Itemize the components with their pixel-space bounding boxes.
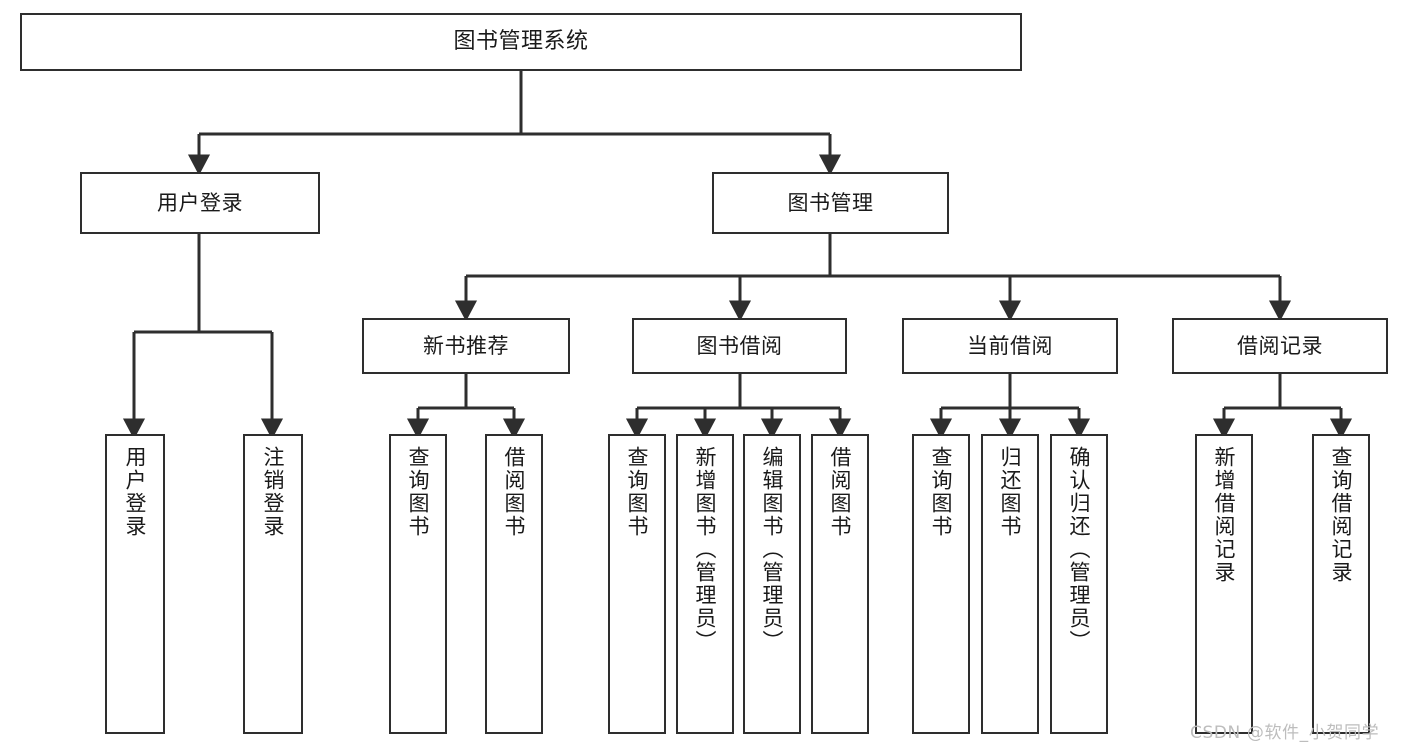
node-label: 用户登录 (157, 190, 243, 215)
node-label: 编辑图书（管理员） (760, 446, 785, 653)
node-label: 图书借阅 (696, 333, 783, 358)
node-leaf-borrow-book-2[interactable]: 借阅图书 (811, 434, 869, 734)
node-new-book-recommend[interactable]: 新书推荐 (362, 318, 570, 374)
node-label: 新增借阅记录 (1212, 446, 1237, 584)
node-label: 借阅图书 (502, 446, 527, 538)
node-label: 查询图书 (406, 446, 431, 538)
node-leaf-borrow-book-1[interactable]: 借阅图书 (485, 434, 543, 734)
node-leaf-query-record[interactable]: 查询借阅记录 (1312, 434, 1370, 734)
node-leaf-query-book-2[interactable]: 查询图书 (608, 434, 666, 734)
node-current-borrow[interactable]: 当前借阅 (902, 318, 1118, 374)
node-label: 归还图书 (998, 446, 1023, 538)
node-borrow-record[interactable]: 借阅记录 (1172, 318, 1388, 374)
node-leaf-query-book-1[interactable]: 查询图书 (389, 434, 447, 734)
node-label: 图书管理 (787, 190, 874, 215)
node-root-system[interactable]: 图书管理系统 (20, 13, 1022, 71)
node-label: 新增图书（管理员） (693, 446, 718, 653)
node-label: 注销登录 (261, 446, 286, 538)
node-leaf-query-book-3[interactable]: 查询图书 (912, 434, 970, 734)
node-label: 新书推荐 (423, 333, 509, 358)
node-user-login[interactable]: 用户登录 (80, 172, 320, 234)
node-label: 查询图书 (929, 446, 954, 538)
node-label: 借阅图书 (828, 446, 853, 538)
node-label: 用户登录 (123, 446, 148, 538)
node-book-manage[interactable]: 图书管理 (712, 172, 949, 234)
node-leaf-logout[interactable]: 注销登录 (243, 434, 303, 734)
node-label: 确认归还（管理员） (1067, 446, 1092, 653)
node-leaf-user-login[interactable]: 用户登录 (105, 434, 165, 734)
node-leaf-add-record[interactable]: 新增借阅记录 (1195, 434, 1253, 734)
node-label: 查询借阅记录 (1329, 446, 1354, 584)
node-leaf-confirm-return[interactable]: 确认归还（管理员） (1050, 434, 1108, 734)
csdn-watermark: CSDN @软件_小贺同学 (1190, 723, 1380, 743)
node-label: 查询图书 (625, 446, 650, 538)
node-label: 图书管理系统 (453, 29, 589, 55)
node-book-borrow[interactable]: 图书借阅 (632, 318, 847, 374)
node-label: 借阅记录 (1237, 333, 1323, 358)
node-leaf-add-book[interactable]: 新增图书（管理员） (676, 434, 734, 734)
node-label: 当前借阅 (967, 333, 1053, 358)
node-leaf-edit-book[interactable]: 编辑图书（管理员） (743, 434, 801, 734)
node-leaf-return-book[interactable]: 归还图书 (981, 434, 1039, 734)
